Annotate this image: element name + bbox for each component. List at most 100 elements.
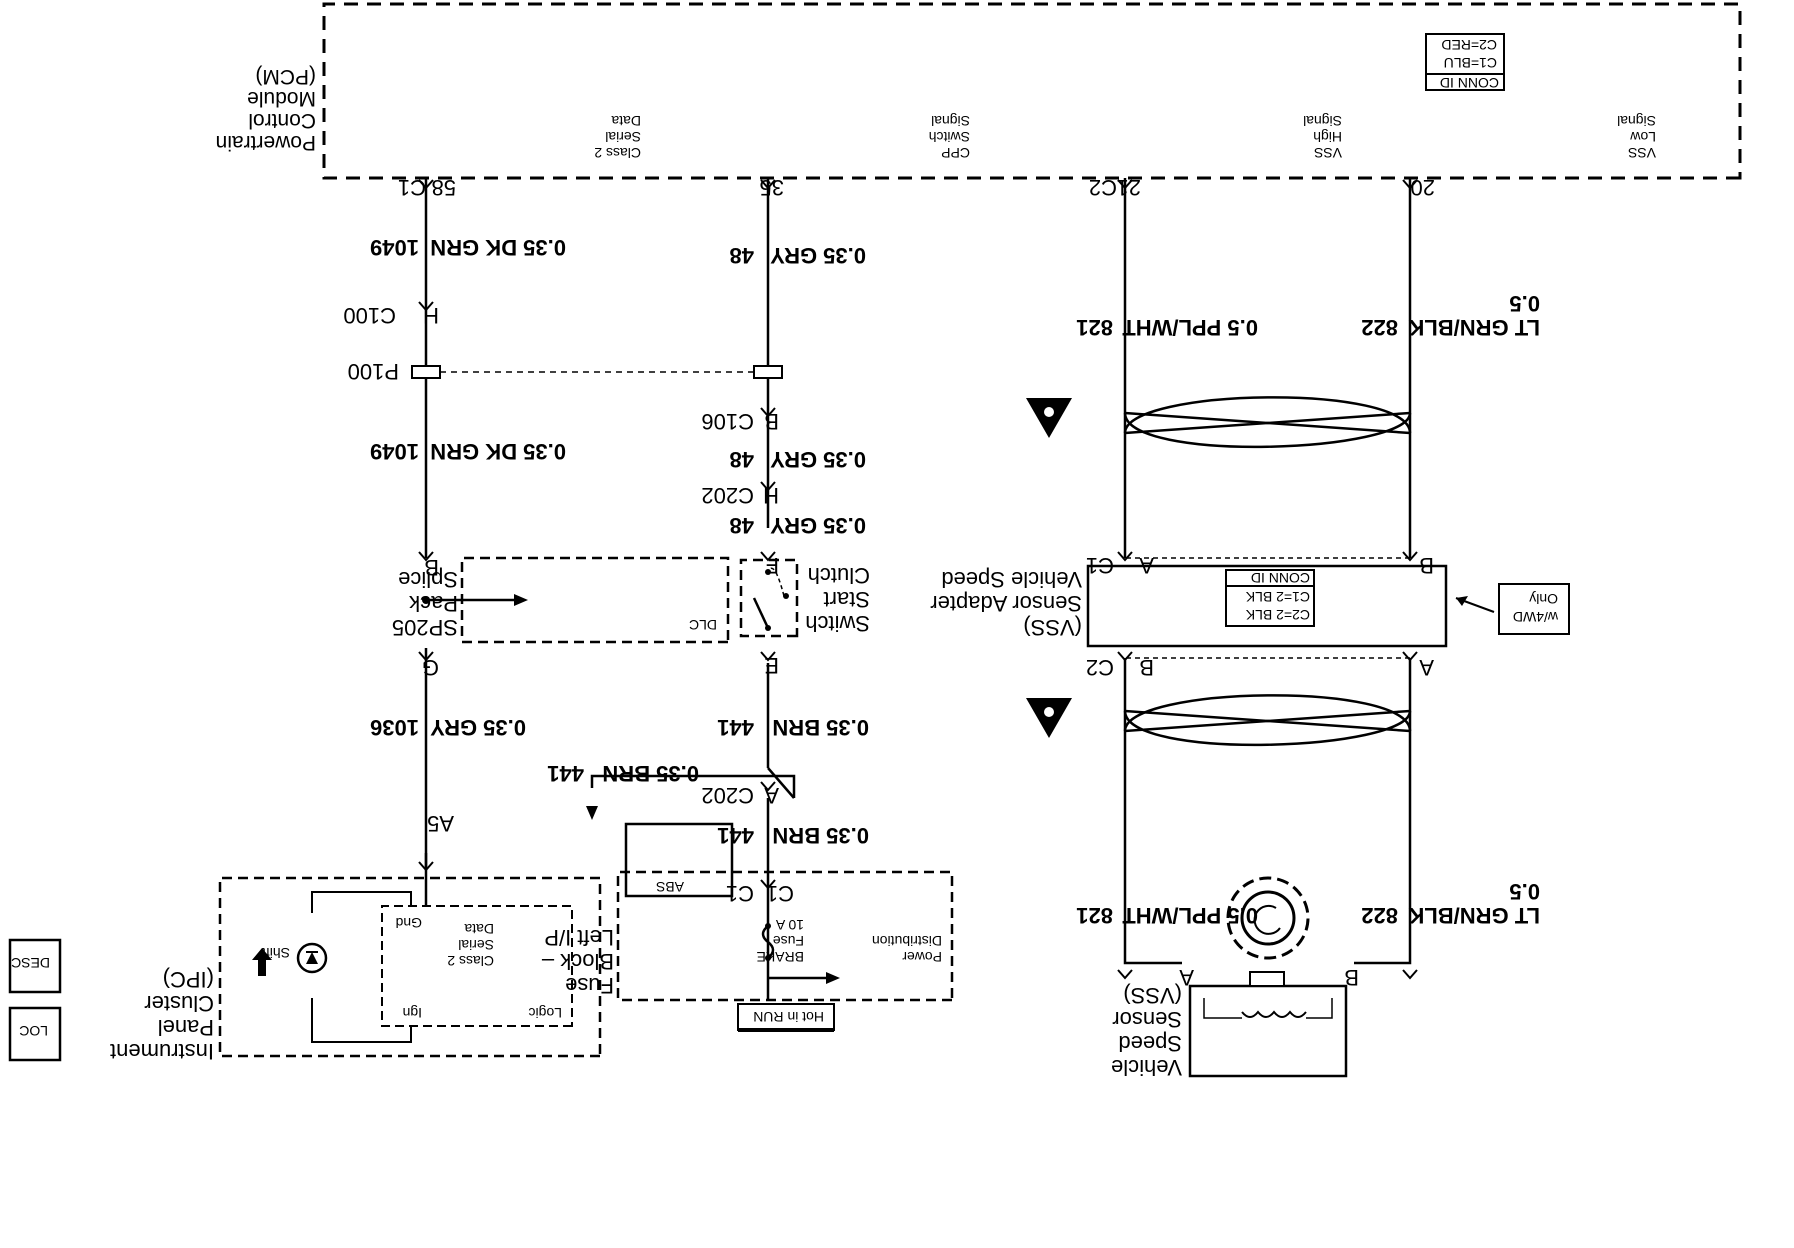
signal-cpp-2: Switch <box>929 129 970 145</box>
vss-adapter-conn-c2: C2=2 BLK <box>1245 607 1310 623</box>
shield-drain-icons <box>1026 398 1072 738</box>
pcm-conn-id-header: CONN ID <box>1440 75 1499 91</box>
fuse-block-name: Fuse Block – Left I/P <box>541 925 614 998</box>
splice-pack-label: Splice Pack SP205 <box>392 567 458 640</box>
pin-20: 20 <box>1411 175 1435 200</box>
connector-chevron <box>1117 179 1133 190</box>
vssa-bottom-pin-b: B <box>1139 655 1154 680</box>
w4wd-note: w/4WD Only <box>1455 583 1570 635</box>
vss-adapter-conn-id: CONN ID C1=2 BLK C2=2 BLK <box>1225 569 1315 627</box>
desc-icon-label: DESC <box>11 955 50 971</box>
connector-chevron <box>760 781 776 792</box>
pcm-title-line-3: Module <box>247 87 316 110</box>
dlc-arrow <box>514 594 528 606</box>
wire-48-a-color: 0.35 GRY <box>770 243 866 268</box>
ipc-gnd-label: Gnd <box>396 915 422 931</box>
signal-vss-high-3: Signal <box>1303 113 1342 129</box>
connector-chevrons <box>418 179 1418 980</box>
pin-c2: C2 <box>1089 175 1117 200</box>
dlc-label: DLC <box>689 617 717 633</box>
fuse-block-name-1: Fuse <box>565 973 614 998</box>
power-distribution-label-2: Distribution <box>872 933 942 949</box>
connector-chevron <box>1402 651 1418 662</box>
signal-vss-low-3: Signal <box>1617 113 1656 129</box>
vssa-bottom-c2: C2 <box>1086 655 1114 680</box>
clutch-switch-label-2: Start <box>824 587 870 612</box>
brake-fuse-label-3: 10 A <box>775 917 804 933</box>
twisted-pair-upper <box>1123 396 1412 449</box>
wire-48-c-color: 0.35 GRY <box>770 513 866 538</box>
w4wd-note-line-1: w/4WD <box>1513 609 1559 625</box>
vss-sensor-name-2: Speed <box>1118 1031 1182 1056</box>
pcm-box <box>322 2 1742 180</box>
vss-sensor-name-4: (VSS) <box>1123 983 1182 1008</box>
ipc-name-1: Instrument <box>110 1039 214 1064</box>
vss-pin-b: B <box>1344 965 1359 990</box>
fuse-block-inner-labels: Power Distribution BRAKE Fuse 10 A <box>757 917 942 965</box>
pin-35: 35 <box>760 175 784 200</box>
vss-sensor-name-3: Sensor <box>1112 1007 1182 1032</box>
wire-1036-circuit: 1036 <box>370 715 419 740</box>
splice-pack-label-1: Splice <box>398 567 458 592</box>
vss-adapter-name: Vehicle Speed Sensor Adapter (VSS) <box>930 567 1082 640</box>
pcm-title-line-1: Powertrain <box>216 131 316 154</box>
ipc-class2-3: Data <box>464 921 494 937</box>
desc-icon[interactable]: DESC <box>8 938 62 994</box>
wire-822-lower-color: LT GRN/BLK <box>1408 903 1540 928</box>
power-distribution-arrow <box>826 972 840 984</box>
brake-fuse-symbol <box>761 923 775 961</box>
ipc-logic-box <box>381 905 573 1027</box>
connector-chevron <box>760 651 776 662</box>
power-distribution-label-1: Power <box>902 949 942 965</box>
abs-arrow <box>586 806 598 820</box>
wire-822-upper-size: 0.5 <box>1509 291 1540 316</box>
wire-48-a-circuit: 48 <box>730 243 754 268</box>
p100-grommets <box>411 365 783 379</box>
hot-in-run-bar: Hot in RUN <box>737 1003 835 1032</box>
fuse-block-box <box>616 870 954 1002</box>
c202-a-name: C202 <box>701 783 754 808</box>
clutch-switch-label: Clutch Start Switch <box>805 563 870 636</box>
connector-chevron <box>418 301 434 312</box>
brake-fuse-label-1: BRAKE <box>757 949 804 965</box>
ipc-ign-wire <box>311 998 412 1043</box>
signal-class2-2: Serial <box>605 129 641 145</box>
wire-441-abs-color: 0.35 BRN <box>602 761 699 786</box>
signal-vss-high-2: High <box>1313 129 1342 145</box>
signal-vss-high-1: VSS <box>1314 145 1342 161</box>
ipc-name-3: Cluster <box>144 991 214 1016</box>
c106-name: C106 <box>701 409 754 434</box>
connector-chevron <box>1117 651 1133 662</box>
connector-chevron <box>418 861 434 872</box>
wire-48-b-color: 0.35 GRY <box>770 447 866 472</box>
pcm-title-line-4: (PCM) <box>255 65 316 88</box>
wire-822-lower-size: 0.5 <box>1509 879 1540 904</box>
loc-icon-label: LOC <box>19 1023 48 1039</box>
shift-arrow-icon <box>252 948 272 976</box>
connector-chevron <box>1117 551 1133 562</box>
wire-441-b-circuit: 441 <box>717 823 754 848</box>
wire-441-abs-circuit: 441 <box>547 761 584 786</box>
pin-c1: C1 <box>398 175 426 200</box>
signal-vss-low-1: VSS <box>1628 145 1656 161</box>
wire-48-b-circuit: 48 <box>730 447 754 472</box>
twisted-pair-lower <box>1123 694 1412 747</box>
vss-sensor-stub <box>1249 971 1285 987</box>
connector-chevron <box>418 179 434 190</box>
ipc-box <box>218 876 602 1058</box>
connector-chevron <box>760 481 776 492</box>
reluctor-wheel-icon <box>1226 876 1310 960</box>
fuse-block-name-3: Left I/P <box>544 925 614 950</box>
ipc-name: Instrument Panel Cluster (IPC) <box>110 967 214 1064</box>
ipc-logic-label: Logic <box>529 1005 562 1021</box>
pin-21: 21 <box>1117 175 1141 200</box>
signal-class2-1: Class 2 <box>594 145 641 161</box>
ipc-inner-labels: Logic Ign Class 2 Serial Data Gnd <box>396 915 562 1021</box>
vss-adapter-conn-header: CONN ID <box>1251 570 1310 586</box>
ipc-name-4: (IPC) <box>163 967 214 992</box>
ipc-ign-label: Ign <box>403 1005 422 1021</box>
wire-821-lower-circuit: 821 <box>1076 903 1113 928</box>
loc-icon[interactable]: LOC <box>8 1006 62 1062</box>
connector-chevron <box>1402 179 1418 190</box>
pcm-conn-id-c1: C1=BLU <box>1444 55 1497 71</box>
